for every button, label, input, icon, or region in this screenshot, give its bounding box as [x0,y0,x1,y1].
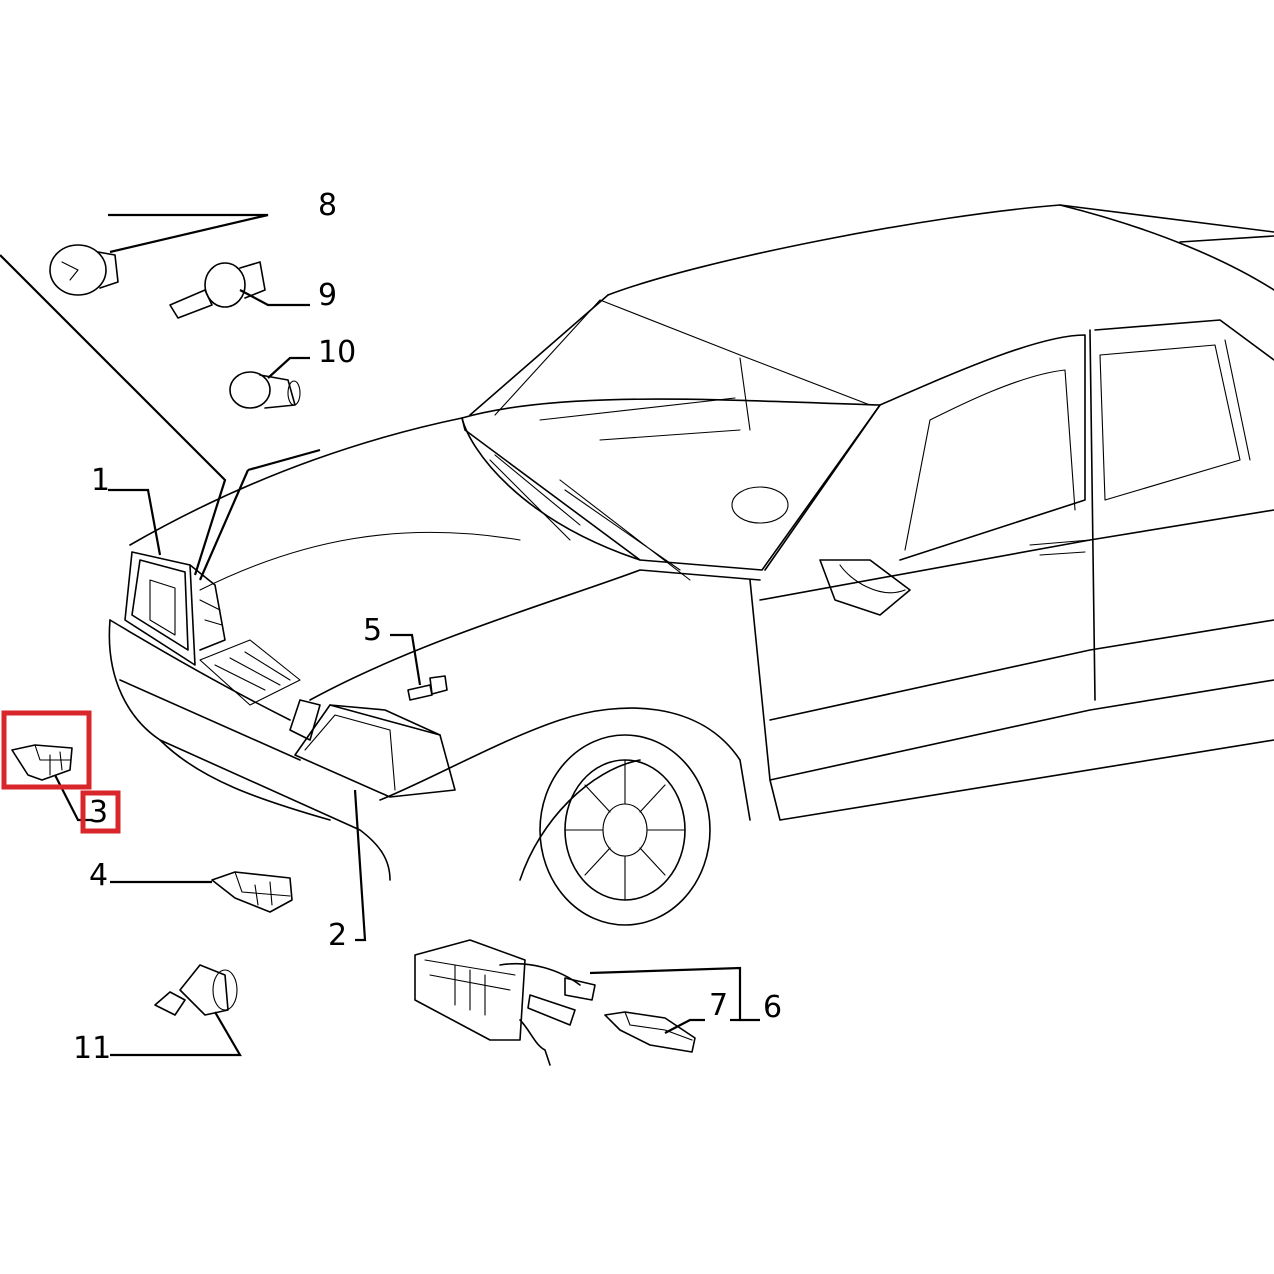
part-5-bolt [407,675,448,701]
callout-9: 9 [318,278,337,313]
callout-6: 6 [763,990,782,1025]
callout-8: 8 [318,188,337,223]
car-body [108,204,1274,926]
headlight-right [289,699,456,798]
part-7-connector [604,1011,696,1053]
callout-4: 4 [89,858,108,893]
part-9-bulb [169,261,266,319]
callout-5: 5 [363,613,382,648]
part-3-relay [11,744,73,781]
callout-2: 2 [328,918,347,953]
part-11-bulb [154,964,238,1016]
headlight-left [124,551,226,666]
highlight [1,710,121,834]
callout-3: 3 [89,795,108,830]
part-10-bulb [229,371,301,409]
part-4-connector [211,871,293,913]
part-8-bulb [49,244,119,296]
highlight-box-part [1,710,92,790]
callout-1: 1 [91,463,110,498]
callout-11: 11 [73,1031,111,1066]
callout-10: 10 [318,335,356,370]
callout-labels: 1 2 3 4 5 6 7 8 9 10 11 [73,188,782,1066]
leader-lines [0,213,760,1057]
part-6-wiring-module [414,939,596,1066]
highlight-box-label [80,790,121,834]
callout-7: 7 [709,988,728,1023]
